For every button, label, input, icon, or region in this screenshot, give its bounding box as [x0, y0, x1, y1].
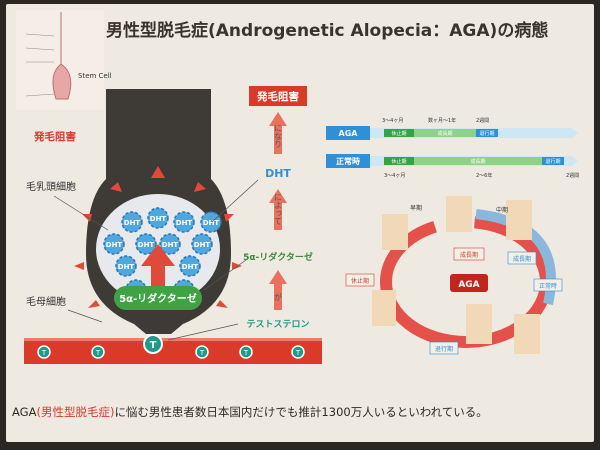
hair-stage-tiles — [372, 196, 540, 354]
bottom-caption: AGA(男性型脱毛症)に悩む男性患者数日本国内だけでも推計1300万人いるといわ… — [12, 404, 588, 420]
svg-text:早期: 早期 — [410, 204, 422, 212]
cycle-growth-label: 成長期 — [460, 251, 478, 259]
slide-title: 男性型脱毛症(Androgenetic Alopecia：AGA)の病態 — [106, 21, 549, 41]
cycle-center-label: AGA — [458, 280, 479, 290]
bottom-caption-highlight: (男性型脱毛症) — [36, 405, 115, 419]
flow-ga: が — [274, 292, 282, 302]
flow-niyotte: によって — [274, 193, 283, 225]
dht-molecule-label: DHT — [150, 215, 167, 223]
dht-molecule — [200, 211, 222, 233]
dht-molecule — [191, 233, 213, 255]
dht-molecule — [135, 233, 157, 255]
dht-molecule — [147, 207, 169, 229]
dht-molecule — [179, 255, 201, 277]
normal-timeline-label-box — [326, 154, 370, 168]
inhibition-arrows — [74, 166, 242, 308]
flow-enzyme: 5α-リダクターゼ — [243, 251, 313, 263]
dht-molecule — [115, 255, 137, 277]
svg-text:T: T — [243, 349, 249, 357]
bottom-caption-prefix: AGA — [12, 405, 37, 419]
dht-molecule-label: DHT — [182, 263, 199, 271]
bottom-caption-suffix: に悩む男性患者数日本国内だけでも推計1300万人いるといわれている。 — [114, 405, 488, 419]
dht-molecules: DHTDHTDHTDHTDHTDHTDHTDHTDHTDHTDHTDHT — [103, 207, 222, 301]
dht-molecule-label: DHT — [106, 241, 123, 249]
aga-timeline-label: AGA — [339, 129, 359, 138]
dht-molecule-label: DHT — [138, 241, 155, 249]
hair-follicle-diagram: Stem Cell DHT DHT DHT DHT DHT DHT DHT DHT DHT DHT… — [16, 10, 322, 364]
svg-text:退行期: 退行期 — [545, 158, 560, 165]
skin-band — [24, 338, 322, 364]
svg-text:休止期: 休止期 — [351, 277, 369, 285]
svg-text:2週間: 2週間 — [566, 172, 579, 179]
dht-molecule-label: DHT — [162, 241, 179, 249]
inset-follicle-shape — [52, 12, 72, 100]
svg-text:T: T — [95, 349, 101, 357]
svg-text:成長期: 成長期 — [470, 158, 485, 165]
svg-text:2～6年: 2～6年 — [476, 172, 492, 179]
dht-molecule-label: DHT — [176, 219, 193, 227]
flow-testosterone: テストステロン — [246, 319, 309, 330]
testosterone-markers: T T T T T T — [37, 334, 305, 359]
dht-molecule-label: DHT — [203, 219, 220, 227]
result-box — [249, 86, 307, 106]
svg-text:正常時: 正常時 — [539, 282, 557, 290]
svg-text:退行期: 退行期 — [435, 345, 453, 353]
dermal-papilla-label: 毛乳頭細胞 — [26, 180, 76, 193]
inset-follicle: Stem Cell — [16, 10, 112, 110]
hair-inhibition-left-label: 発毛阻害 — [33, 130, 76, 143]
svg-text:2週間: 2週間 — [476, 117, 489, 124]
dht-molecule — [121, 211, 143, 233]
hair-cycle-diagram: 3～4ヶ月 数ヶ月～1年 2週間 AGA 休止期 成長期 退行期 正常時 休止期… — [326, 117, 579, 355]
dht-molecule-label: DHT — [118, 263, 135, 271]
svg-text:休止期: 休止期 — [391, 158, 406, 165]
svg-text:3～4ヶ月: 3～4ヶ月 — [382, 118, 403, 124]
enzyme-pill — [114, 286, 202, 310]
svg-text:T: T — [199, 349, 205, 357]
svg-text:成長期: 成長期 — [437, 130, 452, 137]
svg-text:退行期: 退行期 — [479, 130, 494, 137]
normal-timeline-label: 正常時 — [336, 156, 360, 166]
svg-text:中期: 中期 — [496, 206, 508, 214]
svg-text:T: T — [41, 349, 47, 357]
svg-text:3～4ヶ月: 3～4ヶ月 — [384, 173, 405, 179]
slide: Stem Cell DHT DHT DHT DHT DHT DHT DHT DHT DHT DHT… — [6, 4, 594, 442]
flow-dht: DHT — [265, 167, 291, 180]
dht-molecule-label: DHT — [194, 241, 211, 249]
central-up-arrow — [141, 244, 175, 292]
svg-text:数ヶ月～1年: 数ヶ月～1年 — [428, 117, 456, 124]
svg-text:休止期: 休止期 — [391, 130, 406, 137]
dht-molecule — [103, 233, 125, 255]
stem-cell-label: Stem Cell — [78, 72, 112, 80]
enzyme-pill-label: 5α-リダクターゼ — [119, 292, 197, 305]
dht-molecule — [159, 233, 181, 255]
flow-arrows — [269, 112, 287, 310]
cycle-center-badge — [450, 274, 488, 292]
svg-text:T: T — [150, 340, 157, 351]
aga-timeline-label-box — [326, 126, 370, 140]
result-label: 発毛阻害 — [256, 90, 299, 103]
svg-text:T: T — [295, 349, 301, 357]
dht-molecule-label: DHT — [124, 219, 141, 227]
svg-text:成長期: 成長期 — [513, 255, 531, 263]
hair-matrix-label: 毛母細胞 — [26, 295, 66, 308]
flow-naru: になり — [274, 124, 283, 148]
dht-molecule — [173, 211, 195, 233]
